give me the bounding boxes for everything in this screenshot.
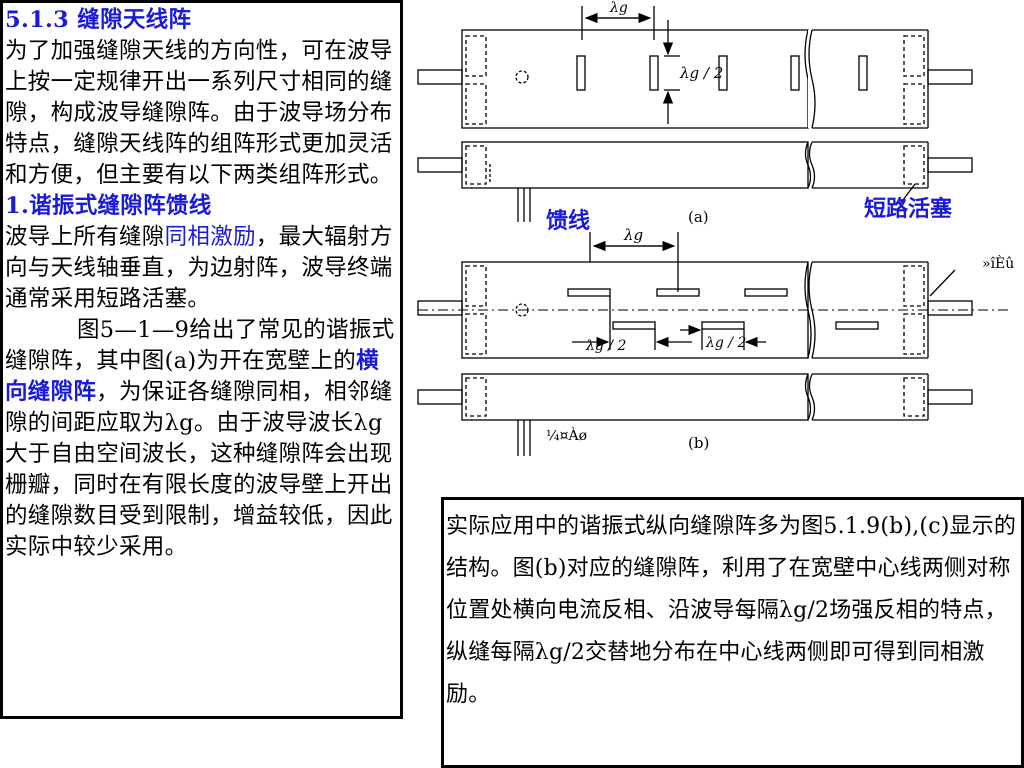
caption-a: (a): [688, 208, 709, 226]
in-phase-excitation-term: 同相激励: [164, 224, 256, 250]
short-plunger-label: 短路活塞: [864, 196, 953, 222]
right-text-panel: 实际应用中的谐振式纵向缝隙阵多为图5.1.9(b),(c)显示的结构。图(b)对…: [441, 497, 1024, 768]
transverse-slot-array-term: 横向缝隙阵: [5, 348, 379, 405]
waveguide-a-side: [417, 141, 973, 222]
subsection-title: 1.谐振式缝隙阵馈线: [5, 193, 212, 219]
paragraph-1-start: 波导上所有缝隙: [5, 224, 165, 250]
slot-array-diagram: λg λg / 2 馈线 短路活塞 (a) λg »îÈû λg / 2 λg …: [417, 0, 1014, 456]
caption-b: (b): [688, 434, 709, 452]
paragraph-2-end: ，为保证各缝隙同相，相邻缝隙的间距应取为λg。由于波导波长λg大于自由空间波长，…: [5, 379, 393, 560]
paragraph-1: 波导上所有缝隙同相激励，最大辐射方向与天线轴垂直，为边射阵，波导终端通常采用短路…: [5, 222, 400, 315]
paragraph-1-end: ，最大辐射方向与天线轴垂直，为边射阵，波导终端通常采用短路活塞。: [5, 224, 393, 312]
lambda-g-half-label-a: λg / 2: [679, 64, 723, 82]
paragraph-2: 图5—1—9给出了常见的谐振式缝隙阵，其中图(a)为开在宽壁上的横向缝隙阵，为保…: [5, 315, 400, 563]
intro-paragraph: 为了加强缝隙天线的方向性，可在波导上按一定规律开出一系列尺寸相同的缝隙，构成波导…: [5, 38, 393, 188]
left-text-panel: 5.1.3 缝隙天线阵 为了加强缝隙天线的方向性，可在波导上按一定规律开出一系列…: [0, 0, 403, 719]
garbled-feed-label: ¼¤Àø: [546, 426, 587, 444]
lambda-g-half-label-b2: λg / 2: [705, 335, 746, 351]
waveguide-a-top: [417, 6, 973, 129]
waveguide-b-top: [417, 232, 1010, 359]
paragraph-2-start: 图5—1—9给出了常见的谐振式缝隙阵，其中图(a)为开在宽壁上的: [5, 317, 395, 374]
feed-line-label: 馈线: [546, 208, 590, 234]
waveguide-b-side: [417, 373, 973, 456]
garbled-short-label: »îÈû: [982, 254, 1014, 272]
section-title: 5.1.3 缝隙天线阵: [5, 7, 192, 33]
lambda-g-label-a: λg: [609, 0, 628, 16]
longitudinal-slot-paragraph: 实际应用中的谐振式纵向缝隙阵多为图5.1.9(b),(c)显示的结构。图(b)对…: [446, 514, 1017, 707]
lambda-g-half-label-b1: λg / 2: [585, 338, 626, 354]
lambda-g-label-b: λg: [623, 226, 643, 244]
